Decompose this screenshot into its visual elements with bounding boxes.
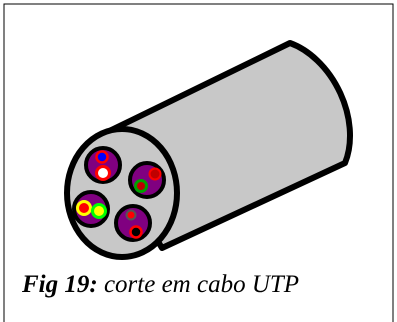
pair-blue-white [84,146,122,184]
figure-caption: Fig 19: corte em cabo UTP [22,270,392,300]
caption-label: Fig 19: [22,271,98,298]
pair-red-black [114,204,152,242]
wire-red [125,209,137,221]
pair-yellow-green [72,190,110,228]
wire-green [134,179,148,193]
wire-lime [91,203,107,219]
wire-yellow [76,200,92,216]
wire-dark-red [148,167,162,181]
pair-red-green [128,161,166,199]
caption-text: corte em cabo UTP [97,271,300,298]
wire-blue [95,150,109,164]
wire-white [95,165,111,181]
wire-black [129,225,143,239]
